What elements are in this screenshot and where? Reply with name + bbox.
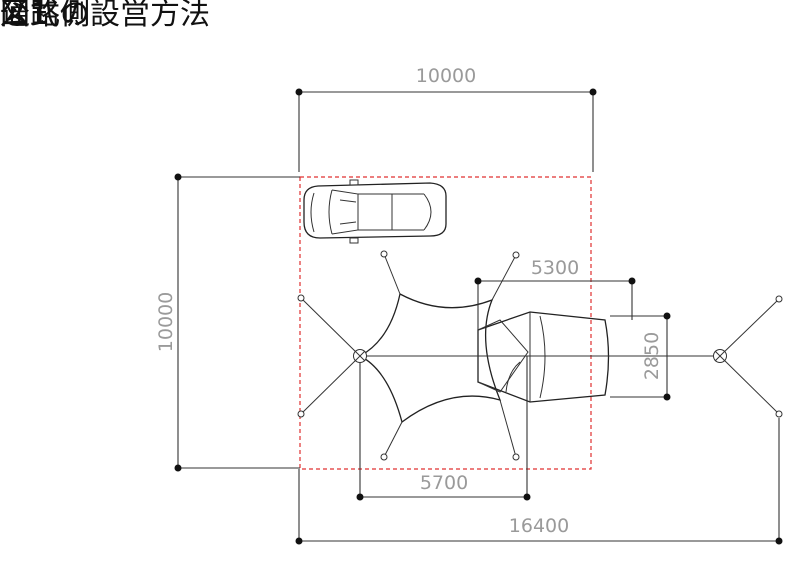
dimension-tarp-span-label: 5700	[420, 472, 468, 494]
figure-title: 公式の設営方法	[0, 0, 210, 32]
dimension-site-width: 10000	[295, 65, 597, 172]
dimension-tent-width: 2850	[610, 312, 671, 401]
dimension-tent-width-label: 2850	[641, 332, 663, 380]
dimension-site-depth-label: 10000	[155, 292, 177, 352]
car-top-view	[303, 179, 447, 244]
dimension-site-width-label: 10000	[416, 65, 476, 87]
site-boundary	[299, 176, 592, 470]
dimension-site-depth: 10000	[155, 173, 300, 472]
tent	[477, 311, 610, 403]
dimension-total-length-label: 16400	[509, 515, 569, 537]
front-pole	[713, 295, 783, 418]
dimension-tent-length-label: 5300	[531, 257, 579, 279]
dimension-tarp-span: 5700	[356, 356, 531, 501]
hexa-tarp	[297, 250, 520, 461]
dimension-tent-length: 5300	[474, 257, 636, 330]
road-side-label: 通路側	[0, 0, 90, 32]
figure-label: 図1	[0, 0, 50, 32]
dimension-total-length: 16400	[295, 418, 783, 545]
